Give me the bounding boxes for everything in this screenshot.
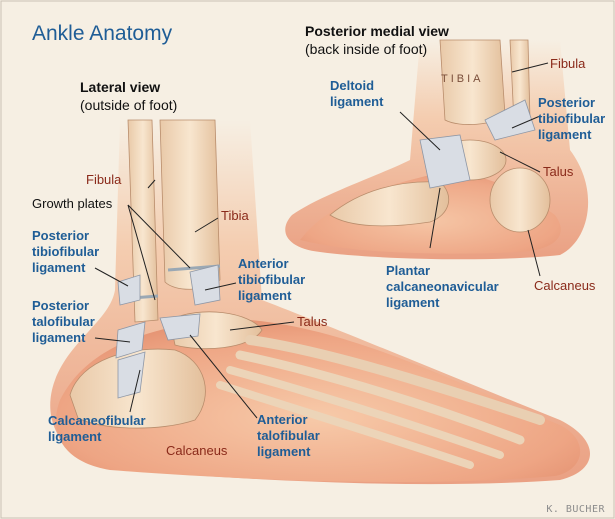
lateral-view-heading: Lateral view (outside of foot): [80, 78, 177, 114]
label-line: calcaneonavicular: [386, 279, 499, 294]
lateral-subheading-text: (outside of foot): [80, 97, 177, 113]
medial-heading-text: Posterior medial view: [305, 23, 449, 39]
label-fibula-lateral: Fibula: [86, 172, 121, 188]
label-line: ligament: [32, 330, 85, 345]
label-calcaneus-medial: Calcaneus: [534, 278, 595, 294]
label-calcaneofibular: Calcaneofibular ligament: [48, 413, 146, 445]
tibia-bone-label: TIBIA: [441, 73, 484, 85]
medial-view-heading: Posterior medial view (back inside of fo…: [305, 22, 449, 58]
lateral-heading-text: Lateral view: [80, 79, 160, 95]
label-growth-plates: Growth plates: [32, 196, 112, 212]
label-anterior-tibiofibular: Anterior tibiofibular ligament: [238, 256, 305, 304]
label-line: Anterior: [257, 412, 308, 427]
label-line: tibiofibular: [32, 244, 99, 259]
label-talus-lateral: Talus: [297, 314, 327, 330]
medial-foot: [285, 40, 588, 259]
label-plantar-calcaneonavicular: Plantar calcaneonavicular ligament: [386, 263, 499, 311]
label-anterior-talofibular: Anterior talofibular ligament: [257, 412, 320, 460]
label-fibula-medial: Fibula: [550, 56, 585, 72]
label-line: talofibular: [257, 428, 320, 443]
label-line: tibiofibular: [238, 272, 305, 287]
label-line: ligament: [257, 444, 310, 459]
figure-title: Ankle Anatomy: [32, 22, 172, 46]
label-line: Posterior: [32, 228, 89, 243]
label-line: ligament: [238, 288, 291, 303]
label-talus-medial: Talus: [543, 164, 573, 180]
label-line: Plantar: [386, 263, 430, 278]
label-tibia-lateral: Tibia: [221, 208, 249, 224]
label-line: ligament: [538, 127, 591, 142]
label-line: ligament: [330, 94, 383, 109]
medial-subheading-text: (back inside of foot): [305, 41, 427, 57]
label-line: Anterior: [238, 256, 289, 271]
artist-signature: K. BUCHER: [546, 504, 605, 515]
label-line: Posterior: [32, 298, 89, 313]
label-deltoid: Deltoid ligament: [330, 78, 383, 110]
label-line: tibiofibular: [538, 111, 605, 126]
label-line: Deltoid: [330, 78, 374, 93]
label-calcaneus-lateral: Calcaneus: [166, 443, 227, 459]
label-posterior-talofibular: Posterior talofibular ligament: [32, 298, 95, 346]
label-line: talofibular: [32, 314, 95, 329]
label-line: Posterior: [538, 95, 595, 110]
label-line: Calcaneofibular: [48, 413, 146, 428]
label-line: ligament: [386, 295, 439, 310]
label-line: ligament: [48, 429, 101, 444]
label-posterior-tibiofibular-medial: Posterior tibiofibular ligament: [538, 95, 605, 143]
label-line: ligament: [32, 260, 85, 275]
label-posterior-tibiofibular-lateral: Posterior tibiofibular ligament: [32, 228, 99, 276]
